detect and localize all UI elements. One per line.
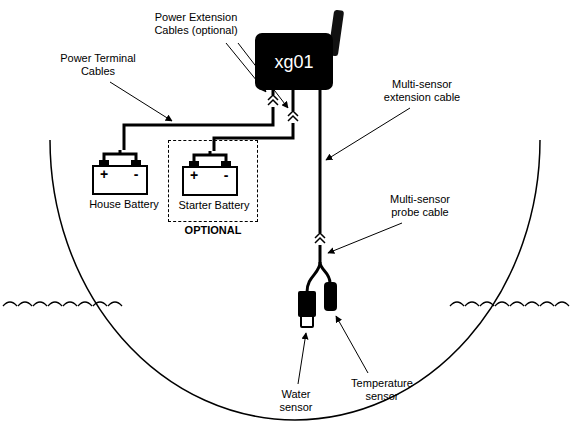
wave — [450, 302, 569, 306]
terminal-wire — [194, 151, 226, 161]
callout-label: Power Terminal Cables — [55, 52, 141, 78]
cable-connector — [314, 233, 326, 245]
device-name: xg01 — [274, 52, 313, 72]
water-sensor — [298, 291, 316, 317]
leader-lines — [110, 43, 410, 384]
optional-group: OPTIONAL+-Starter Battery — [168, 140, 258, 222]
terminal-sign: - — [128, 167, 144, 181]
battery: + - House Battery — [78, 150, 170, 214]
terminal-wire — [104, 150, 136, 160]
callout-label: Multi-sensor probe cable — [380, 193, 460, 219]
cable-connector — [267, 95, 279, 107]
device-box: xg01 — [255, 33, 333, 90]
wave — [3, 302, 122, 306]
battery: + - Starter Battery — [168, 151, 260, 215]
callout-label: Multi-sensor extension cable — [374, 78, 470, 104]
battery-symbol — [78, 150, 162, 196]
water-sensor-tip — [301, 316, 313, 327]
group-label: OPTIONAL — [169, 224, 257, 237]
battery-symbol — [168, 151, 252, 197]
battery-label: Starter Battery — [168, 199, 260, 212]
callout-label: Temperature sensor — [343, 377, 421, 403]
probe-cable-branch — [307, 262, 320, 292]
cable-connector — [287, 111, 299, 123]
callout-label: Water sensor — [271, 388, 321, 414]
probe-cable-branch — [320, 262, 330, 283]
callout-label: Power Extension Cables (optional) — [137, 11, 255, 37]
boat-hull — [50, 140, 540, 420]
battery-body — [93, 166, 147, 194]
battery-body — [183, 167, 237, 195]
water-waves — [3, 302, 569, 306]
terminal-sign: + — [96, 167, 112, 181]
terminal-sign: - — [218, 168, 234, 182]
battery-label: House Battery — [78, 198, 170, 211]
power-cable — [124, 90, 273, 150]
temperature-sensor — [324, 282, 337, 311]
terminal-sign: + — [186, 168, 202, 182]
